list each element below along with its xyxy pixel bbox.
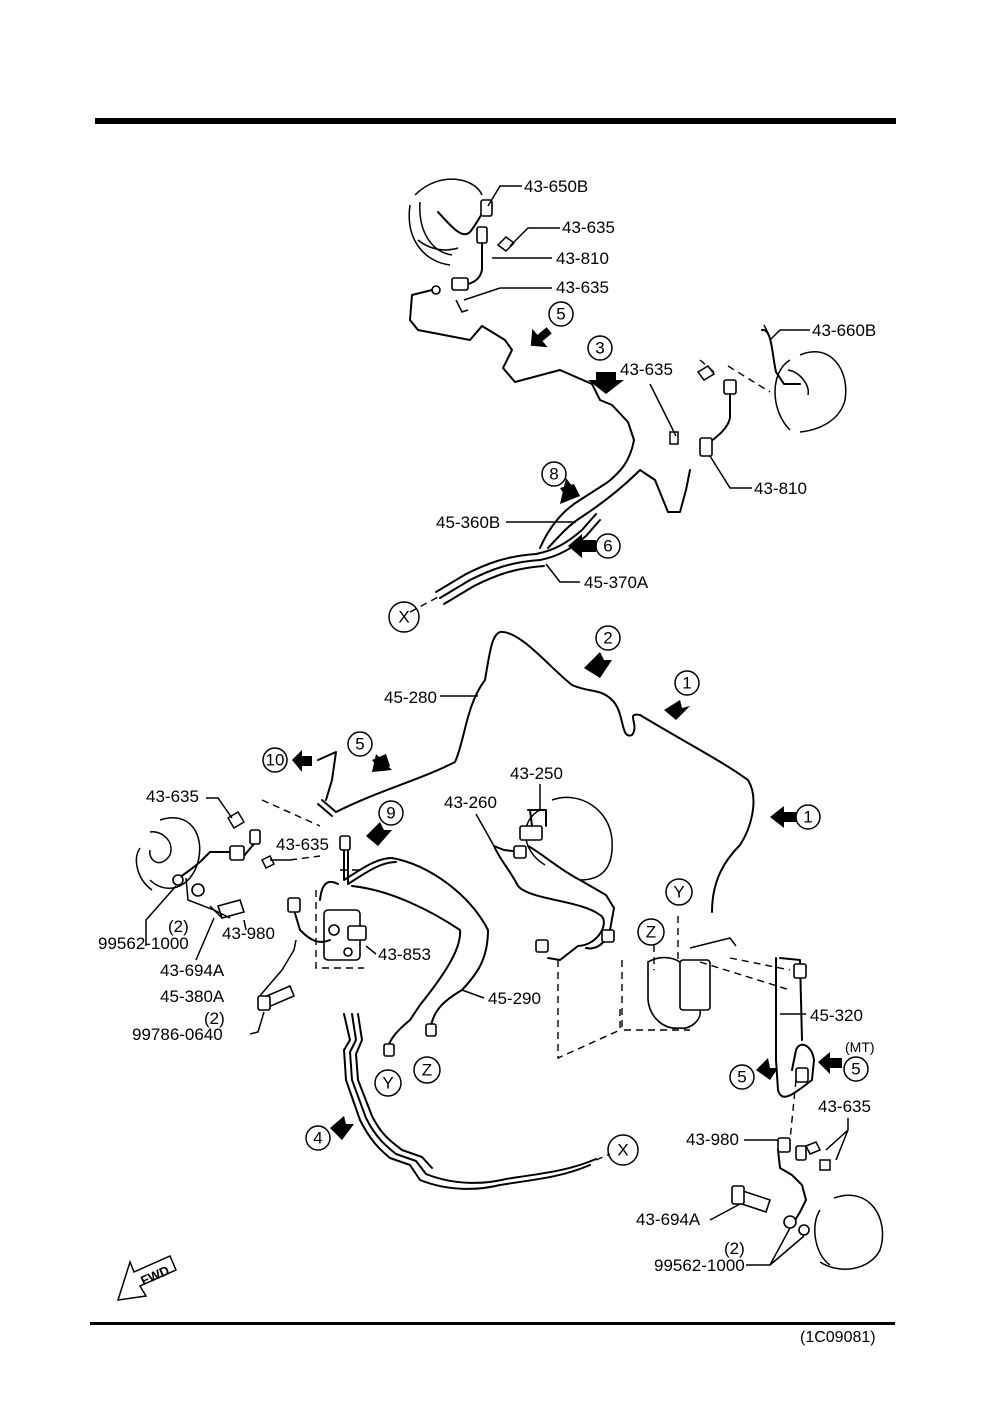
label-45-360B: 45-360B [436, 513, 500, 532]
callout-9: 9 [386, 804, 395, 823]
label-43-694A-b: 43-694A [636, 1210, 701, 1229]
fwd-arrow-icon: FWD [116, 1255, 177, 1301]
label-99786: 99786-0640 [132, 1025, 223, 1044]
label-43-694A-a: 43-694A [160, 961, 225, 980]
label-45-380A: 45-380A [160, 987, 225, 1006]
label-43-650B: 43-650B [524, 177, 588, 196]
callout-6: 6 [603, 537, 612, 556]
master-cylinder [493, 796, 615, 961]
label-99562-b: 99562-1000 [654, 1256, 745, 1275]
label-qty-c: (2) [724, 1239, 745, 1258]
callout-z-mid: Z [422, 1061, 432, 1080]
label-43-635-e: 43-635 [276, 835, 329, 854]
label-43-810-b: 43-810 [754, 479, 807, 498]
callout-5-low-right: 5 [851, 1060, 860, 1079]
pipe-45-280 [321, 630, 755, 913]
callout-4: 4 [313, 1129, 322, 1148]
callout-2: 2 [603, 629, 612, 648]
diagram-id: (1C09081) [800, 1329, 876, 1346]
callout-1-right: 1 [803, 808, 812, 827]
label-43-853: 43-853 [378, 945, 431, 964]
label-43-635-c: 43-635 [620, 360, 673, 379]
label-45-280: 45-280 [384, 688, 437, 707]
label-43-635-d: 43-635 [146, 787, 199, 806]
callout-x-left: X [398, 608, 409, 627]
label-qty-a: (2) [168, 917, 189, 936]
callout-y-mid: Y [382, 1074, 393, 1093]
callout-x-bottom: X [617, 1141, 628, 1160]
label-43-635-f: 43-635 [818, 1097, 871, 1116]
bottom-rule [90, 1322, 895, 1325]
pipe-45-380A [293, 909, 331, 943]
pipe-rear-main [343, 1013, 591, 1190]
label-45-320: 45-320 [810, 1006, 863, 1025]
pipe-45-290 [343, 849, 489, 1033]
proportioning-valve [315, 869, 367, 969]
rear-right-brake-assembly [731, 957, 884, 1270]
callout-8: 8 [549, 465, 558, 484]
label-45-290: 45-290 [488, 989, 541, 1008]
label-43-250: 43-250 [510, 764, 563, 783]
callout-5-low-left: 5 [737, 1068, 746, 1087]
callout-10: 10 [266, 751, 285, 770]
pipe-45-360B [435, 513, 597, 593]
label-45-370A: 45-370A [584, 573, 649, 592]
label-43-980-b: 43-980 [686, 1130, 739, 1149]
label-43-635-b: 43-635 [556, 278, 609, 297]
label-43-660B: 43-660B [812, 321, 876, 340]
hydraulic-unit [557, 916, 791, 1060]
callout-1-top: 1 [682, 674, 691, 693]
callout-5-mid: 5 [355, 735, 364, 754]
front-left-brake-assembly [408, 178, 635, 549]
rear-left-brake-assembly [135, 799, 321, 919]
fwd-label: FWD [138, 1263, 171, 1289]
callout-y-low: Y [673, 883, 684, 902]
label-qty-b: (2) [204, 1009, 225, 1028]
label-43-980-a: 43-980 [222, 924, 275, 943]
label-mt-note: (MT) [845, 1039, 875, 1055]
pipe-45-320 [775, 957, 815, 1098]
callout-z-low: Z [646, 923, 656, 942]
label-43-810-a: 43-810 [556, 249, 609, 268]
callout-3: 3 [595, 339, 604, 358]
top-rule [95, 118, 896, 124]
label-43-635-a: 43-635 [562, 218, 615, 237]
label-99562-a: 99562-1000 [98, 934, 189, 953]
callout-5-top: 5 [556, 305, 565, 324]
front-right-brake-assembly [547, 324, 847, 549]
label-43-260: 43-260 [444, 793, 497, 812]
